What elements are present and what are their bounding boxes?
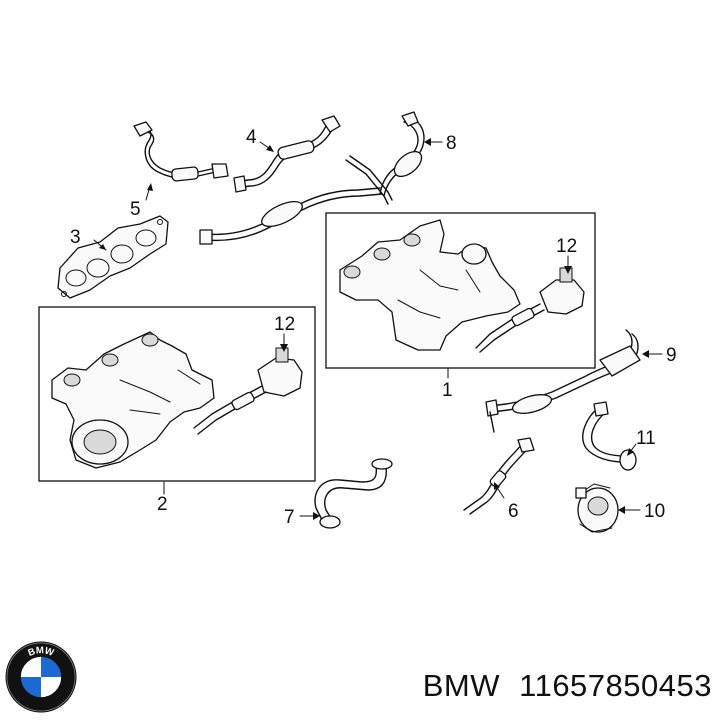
part-11-hose <box>582 401 637 471</box>
brand-part-label: BMW 11657850453 <box>423 668 712 704</box>
footer: BMW BMW 11657850453 <box>0 640 720 720</box>
part-4-pipe <box>233 115 341 193</box>
leader-lines <box>93 138 663 520</box>
svg-text:BMW: BMW <box>27 645 56 659</box>
part-6-pipe <box>463 437 535 515</box>
callout-1: 1 <box>442 380 453 401</box>
part-number: 11657850453 <box>519 668 712 703</box>
callout-3: 3 <box>70 227 81 248</box>
callout-9: 9 <box>666 345 677 366</box>
callout-11: 11 <box>636 428 656 449</box>
part-5-pipe <box>133 121 229 182</box>
part-7-hose <box>314 458 393 529</box>
callout-12-box1: 12 <box>556 236 577 257</box>
part-1-turbo-assembly <box>339 219 585 353</box>
callout-5: 5 <box>130 199 141 220</box>
callout-10: 10 <box>644 501 665 522</box>
callout-12-box2: 12 <box>274 314 295 335</box>
callout-2: 2 <box>157 494 168 515</box>
brand-name: BMW <box>422 668 501 703</box>
bmw-roundel-icon: BMW <box>5 641 77 713</box>
callout-6: 6 <box>508 501 519 522</box>
callout-7: 7 <box>284 507 295 528</box>
assembly-box-2 <box>38 306 316 482</box>
callout-4: 4 <box>246 127 257 148</box>
callout-8: 8 <box>446 133 457 154</box>
part-9-pipe <box>485 329 641 433</box>
assembly-box-1 <box>325 212 596 369</box>
part-coolant-pipe <box>199 187 383 245</box>
part-8-pipe <box>345 111 425 205</box>
part-3-gasket <box>57 215 169 299</box>
part-2-turbo-assembly <box>51 331 303 469</box>
part-10-valve <box>575 483 619 533</box>
logo-letters: BMW <box>27 645 56 659</box>
